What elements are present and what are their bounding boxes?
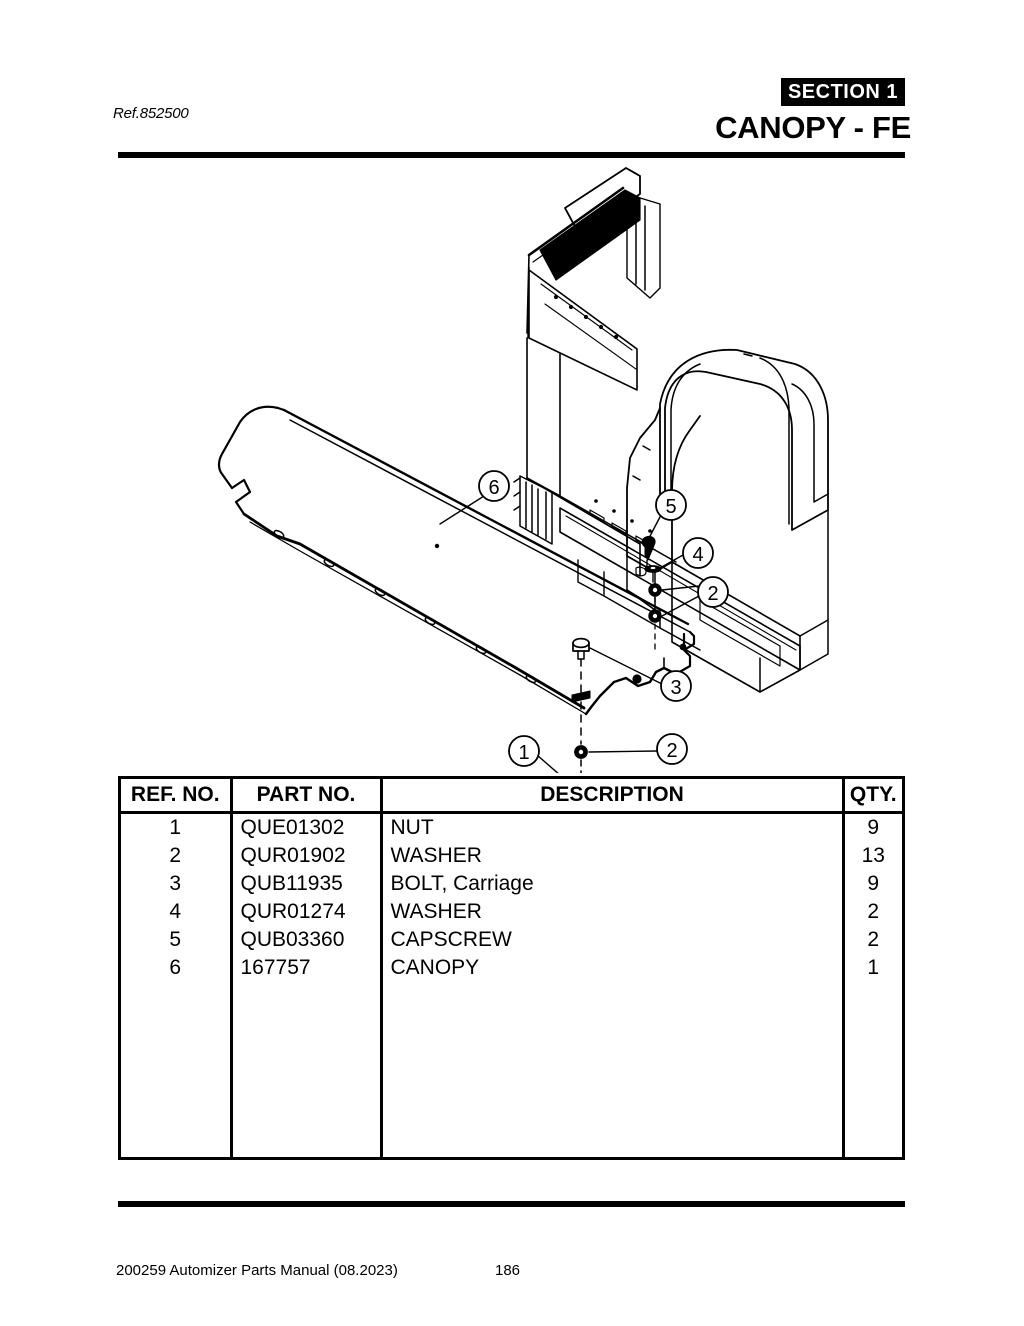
cell-description-empty <box>381 982 845 1157</box>
cell-ref-no: 4 <box>121 898 233 926</box>
footer-document-label: 200259 Automizer Parts Manual (08.2023) <box>116 1262 398 1279</box>
cell-ref-no: 3 <box>121 870 233 898</box>
cell-part-no-empty <box>231 982 383 1157</box>
table-row: 4 QUR01274 WASHER 2 <box>121 898 902 926</box>
parts-illustration: 6 5 4 2 3 <box>0 158 1024 773</box>
table-row: 1 QUE01302 NUT 9 <box>121 812 902 842</box>
callout-1: 1 <box>508 735 540 767</box>
callout-4: 4 <box>682 537 714 569</box>
hardware-stack-upper <box>641 535 662 651</box>
column-header-ref-no: REF. NO. <box>121 779 233 814</box>
svg-text:1: 1 <box>518 742 529 764</box>
cell-qty: 13 <box>861 844 885 867</box>
footer-page-number: 186 <box>495 1262 521 1279</box>
table-row: 5 QUB03360 CAPSCREW 2 <box>121 926 902 954</box>
cell-description: WASHER <box>381 842 845 870</box>
cell-ref-no: 6 <box>121 954 233 982</box>
svg-text:6: 6 <box>488 477 499 499</box>
parts-table: REF. NO. PART NO. DESCRIPTION QTY. 1 QUE… <box>121 779 902 1157</box>
table-row: 2 QUR01902 WASHER 13 <box>121 842 902 870</box>
callout-2-upper: 2 <box>697 576 729 608</box>
cell-description: BOLT, Carriage <box>381 870 845 898</box>
parts-table-head: REF. NO. PART NO. DESCRIPTION QTY. <box>121 779 902 814</box>
footer-divider-rule <box>118 1201 905 1207</box>
svg-text:2: 2 <box>707 583 718 605</box>
cell-description: CANOPY <box>381 954 845 982</box>
callout-3: 3 <box>660 670 692 702</box>
table-row: 3 QUB11935 BOLT, Carriage 9 <box>121 870 902 898</box>
callout-bubbles: 6 5 4 2 3 <box>478 470 729 767</box>
cell-qty: 1 <box>867 956 880 979</box>
cell-ref-no-empty <box>121 982 233 1157</box>
header-divider-rule <box>118 152 905 158</box>
svg-text:3: 3 <box>670 677 681 699</box>
column-header-part-no: PART NO. <box>231 779 383 814</box>
machine-assembly-drawing <box>513 167 829 693</box>
cell-part-no: 167757 <box>231 954 383 982</box>
table-row-empty <box>121 982 902 1157</box>
table-row: 6 167757 CANOPY 1 <box>121 954 902 982</box>
column-header-description: DESCRIPTION <box>381 779 845 814</box>
cell-part-no: QUE01302 <box>231 812 383 842</box>
section-badge: SECTION 1 <box>781 78 905 106</box>
cell-part-no: QUR01902 <box>231 842 383 870</box>
reference-number: Ref.852500 <box>113 105 189 122</box>
cell-description: WASHER <box>381 898 845 926</box>
cell-part-no: QUB03360 <box>231 926 383 954</box>
cell-ref-no: 2 <box>121 842 233 870</box>
cell-part-no: QUB11935 <box>231 870 383 898</box>
svg-text:5: 5 <box>665 496 676 518</box>
parts-table-body: 1 QUE01302 NUT 9 2 QUR01902 WASHER 13 3 … <box>121 812 902 1157</box>
cell-qty: 2 <box>867 928 880 951</box>
table-header-row: REF. NO. PART NO. DESCRIPTION QTY. <box>121 779 902 814</box>
canopy-panel-drawing <box>217 405 696 716</box>
callout-leader-lines <box>439 495 700 773</box>
callout-6: 6 <box>478 470 510 502</box>
cell-qty: 2 <box>867 900 880 923</box>
page-title: CANOPY - FE <box>715 110 911 145</box>
cell-qty: 9 <box>867 872 880 895</box>
cell-ref-no: 5 <box>121 926 233 954</box>
cell-description: NUT <box>381 812 845 842</box>
cell-ref-no: 1 <box>121 812 233 842</box>
cell-qty-empty <box>843 982 902 1157</box>
cell-description: CAPSCREW <box>381 926 845 954</box>
callout-2-lower: 2 <box>656 733 688 765</box>
hardware-stack-lower <box>571 637 591 773</box>
cell-part-no: QUR01274 <box>231 898 383 926</box>
column-header-qty: QTY. <box>843 779 902 814</box>
parts-table-container: REF. NO. PART NO. DESCRIPTION QTY. 1 QUE… <box>118 776 905 1160</box>
cell-qty: 9 <box>867 816 880 839</box>
callout-5: 5 <box>655 489 687 521</box>
svg-text:2: 2 <box>666 740 677 762</box>
svg-text:4: 4 <box>692 544 703 566</box>
